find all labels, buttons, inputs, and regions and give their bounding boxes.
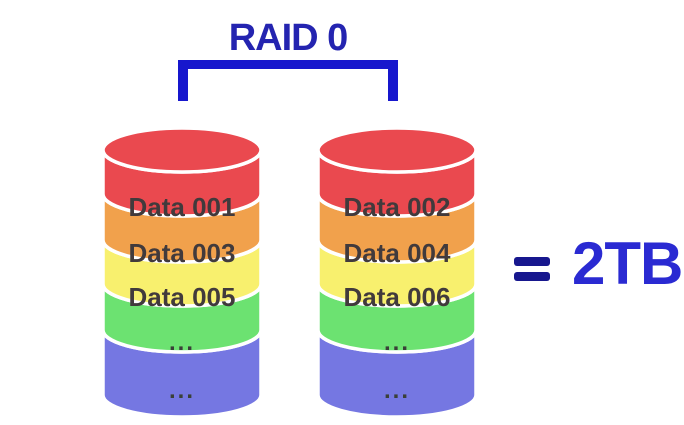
disk1-label-data003: Data 003	[129, 238, 236, 268]
capacity-label: 2TB	[572, 230, 683, 297]
disk2-top-ellipse	[316, 126, 478, 174]
raid-title: RAID 0	[228, 17, 349, 59]
disk2-label-data004: Data 004	[344, 238, 451, 268]
equals-sign	[514, 272, 550, 281]
disk2-label-ellipsis-green: ...	[384, 329, 410, 356]
disk1-label-data005: Data 005	[129, 282, 236, 312]
disk1-label-ellipsis-blue: ...	[169, 377, 195, 404]
disk1-top-ellipse	[101, 126, 263, 174]
disk2-label-ellipsis-blue: ...	[384, 377, 410, 404]
disk1-label-data001: Data 001	[129, 192, 236, 222]
disk-cylinder-1: Data 001 Data 003 Data 005 ... ...	[101, 126, 263, 419]
equals-sign	[514, 257, 550, 266]
disk-cylinder-2: Data 002 Data 004 Data 006 ... ...	[316, 126, 478, 419]
disk1-label-ellipsis-green: ...	[169, 329, 195, 356]
disk2-label-data006: Data 006	[344, 282, 451, 312]
raid-bracket	[178, 60, 398, 101]
disk2-label-data002: Data 002	[344, 192, 451, 222]
